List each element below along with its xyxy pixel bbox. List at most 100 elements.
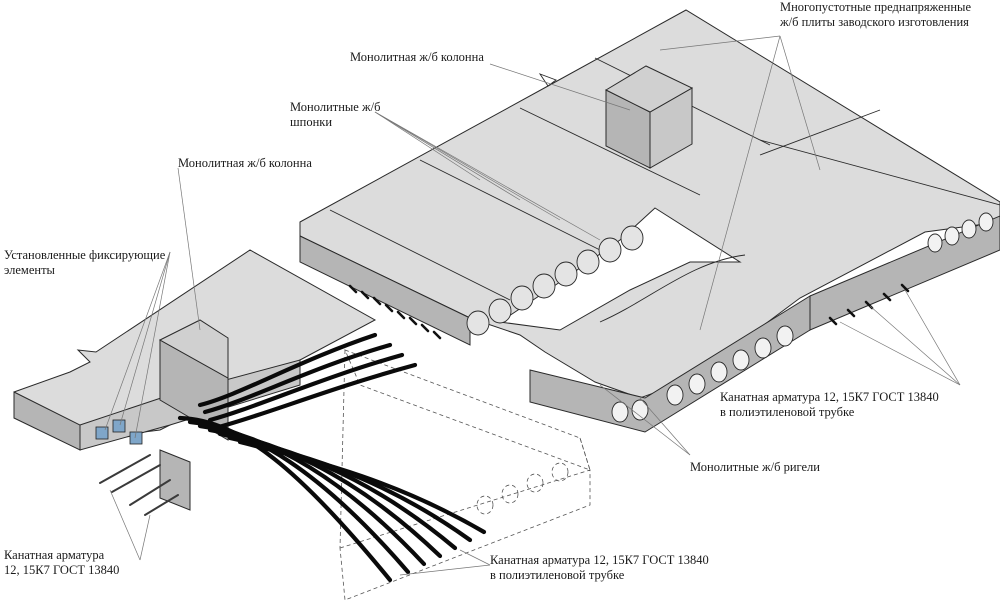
cable-stub	[360, 290, 370, 300]
label-cable-left: Канатная арматура 12, 15К7 ГОСТ 13840	[4, 548, 120, 577]
hollow-core	[710, 361, 728, 383]
leader-keys	[374, 111, 601, 241]
label-column-left: Монолитная ж/б колонна	[178, 156, 312, 170]
top-column-top	[604, 65, 694, 113]
label-cable-bottom: Канатная арматура 12, 15К7 ГОСТ 13840 в …	[490, 553, 709, 582]
lower-left-assembly	[13, 249, 487, 583]
thin-cables-left	[99, 454, 179, 516]
slab-seam-6	[759, 109, 881, 156]
leader-cable-right	[869, 305, 961, 386]
ghost-core	[501, 484, 519, 504]
left-beam-end	[159, 449, 191, 511]
leader-slabs	[659, 35, 781, 51]
leader-fixing	[134, 251, 171, 439]
cable-stubs-upper	[348, 283, 910, 340]
top-column	[604, 65, 694, 169]
key-tube	[554, 261, 578, 287]
cable-upper	[202, 342, 393, 415]
cable-lower	[237, 439, 487, 535]
key-tubes-row	[466, 225, 644, 336]
hollow-core	[776, 325, 794, 347]
hollow-core	[944, 226, 960, 246]
cable-stub	[420, 323, 430, 333]
thin-cable	[111, 464, 161, 493]
cable-stub	[900, 283, 910, 293]
cable-lower	[187, 419, 411, 575]
fixing-element	[112, 419, 126, 433]
cable-stub	[396, 310, 406, 320]
leader-keys	[374, 111, 521, 201]
ghost-slab-top	[344, 349, 591, 471]
thin-cable	[99, 454, 151, 484]
main-cables	[177, 332, 487, 583]
leader-fixing	[104, 251, 171, 431]
label-hollow-core-slabs: Многопустотные преднапряженные ж/б плиты…	[780, 0, 972, 29]
key-tube	[620, 225, 644, 251]
leader-cable-left	[139, 514, 151, 561]
leader-column-top	[489, 63, 631, 111]
fixing-elements	[95, 419, 143, 445]
ghost-slab	[339, 349, 591, 601]
label-fixing-elements: Установленные фиксирующие элементы	[4, 248, 166, 277]
key-tube	[598, 237, 622, 263]
cable-upper	[207, 352, 405, 423]
upper-floor-front-face	[299, 235, 471, 346]
label-cable-right: Канатная арматура 12, 15К7 ГОСТ 13840 в …	[720, 390, 939, 419]
cable-stub	[828, 316, 838, 326]
cable-lower	[177, 415, 393, 583]
ghost-core	[551, 462, 569, 482]
leader-cable-bottom	[459, 549, 491, 566]
hollow-cores-right	[611, 212, 994, 423]
leader-keys	[374, 111, 481, 181]
left-column-top	[158, 319, 229, 379]
thin-cable	[129, 479, 171, 506]
cable-stub	[432, 330, 442, 340]
leader-girders	[599, 384, 691, 456]
key-tube	[466, 310, 490, 336]
hollow-core	[688, 373, 706, 395]
leader-fixing	[119, 251, 171, 426]
label-girders: Монолитные ж/б ригели	[690, 460, 820, 474]
thin-cable	[144, 494, 179, 516]
leader-lines	[104, 35, 961, 576]
leader-slabs	[779, 35, 821, 171]
cable-stub	[408, 316, 418, 326]
hollow-core	[754, 337, 772, 359]
fixing-element	[95, 426, 109, 440]
key-tube	[488, 298, 512, 324]
label-keys: Монолитные ж/б шпонки	[290, 100, 381, 129]
slab-seam-5	[759, 139, 1000, 206]
leader-slabs	[699, 35, 781, 331]
ghost-core	[526, 473, 544, 493]
leader-cable-left	[109, 489, 141, 561]
cable-stub	[384, 303, 394, 313]
lower-right-slab-front-face	[529, 295, 811, 433]
hollow-core	[631, 399, 649, 421]
ghost-slab-edge	[579, 437, 591, 471]
hollow-core	[666, 384, 684, 406]
leader-cable-right	[904, 289, 961, 386]
opening-edge-curve	[599, 254, 746, 323]
cable-upper	[197, 332, 378, 408]
label-column-top: Монолитная ж/б колонна	[350, 50, 484, 64]
cable-stub	[372, 296, 382, 306]
slab-seam-3	[519, 107, 701, 196]
cable-upper	[212, 362, 418, 431]
leader-cable-right	[839, 321, 961, 386]
key-tube	[576, 249, 600, 275]
leader-cable-bottom	[399, 564, 491, 576]
cable-stub	[882, 292, 892, 302]
hollow-core	[978, 212, 994, 232]
slab-seam-2	[419, 159, 601, 251]
slab-seam-1	[329, 209, 511, 301]
key-tube	[510, 285, 534, 311]
hollow-core	[732, 349, 750, 371]
hollow-core	[961, 219, 977, 239]
hollow-core	[611, 401, 629, 423]
upper-floor-assembly	[299, 9, 1000, 433]
hollow-core	[927, 233, 943, 253]
ghost-core	[476, 495, 494, 515]
cable-lower	[217, 431, 458, 551]
